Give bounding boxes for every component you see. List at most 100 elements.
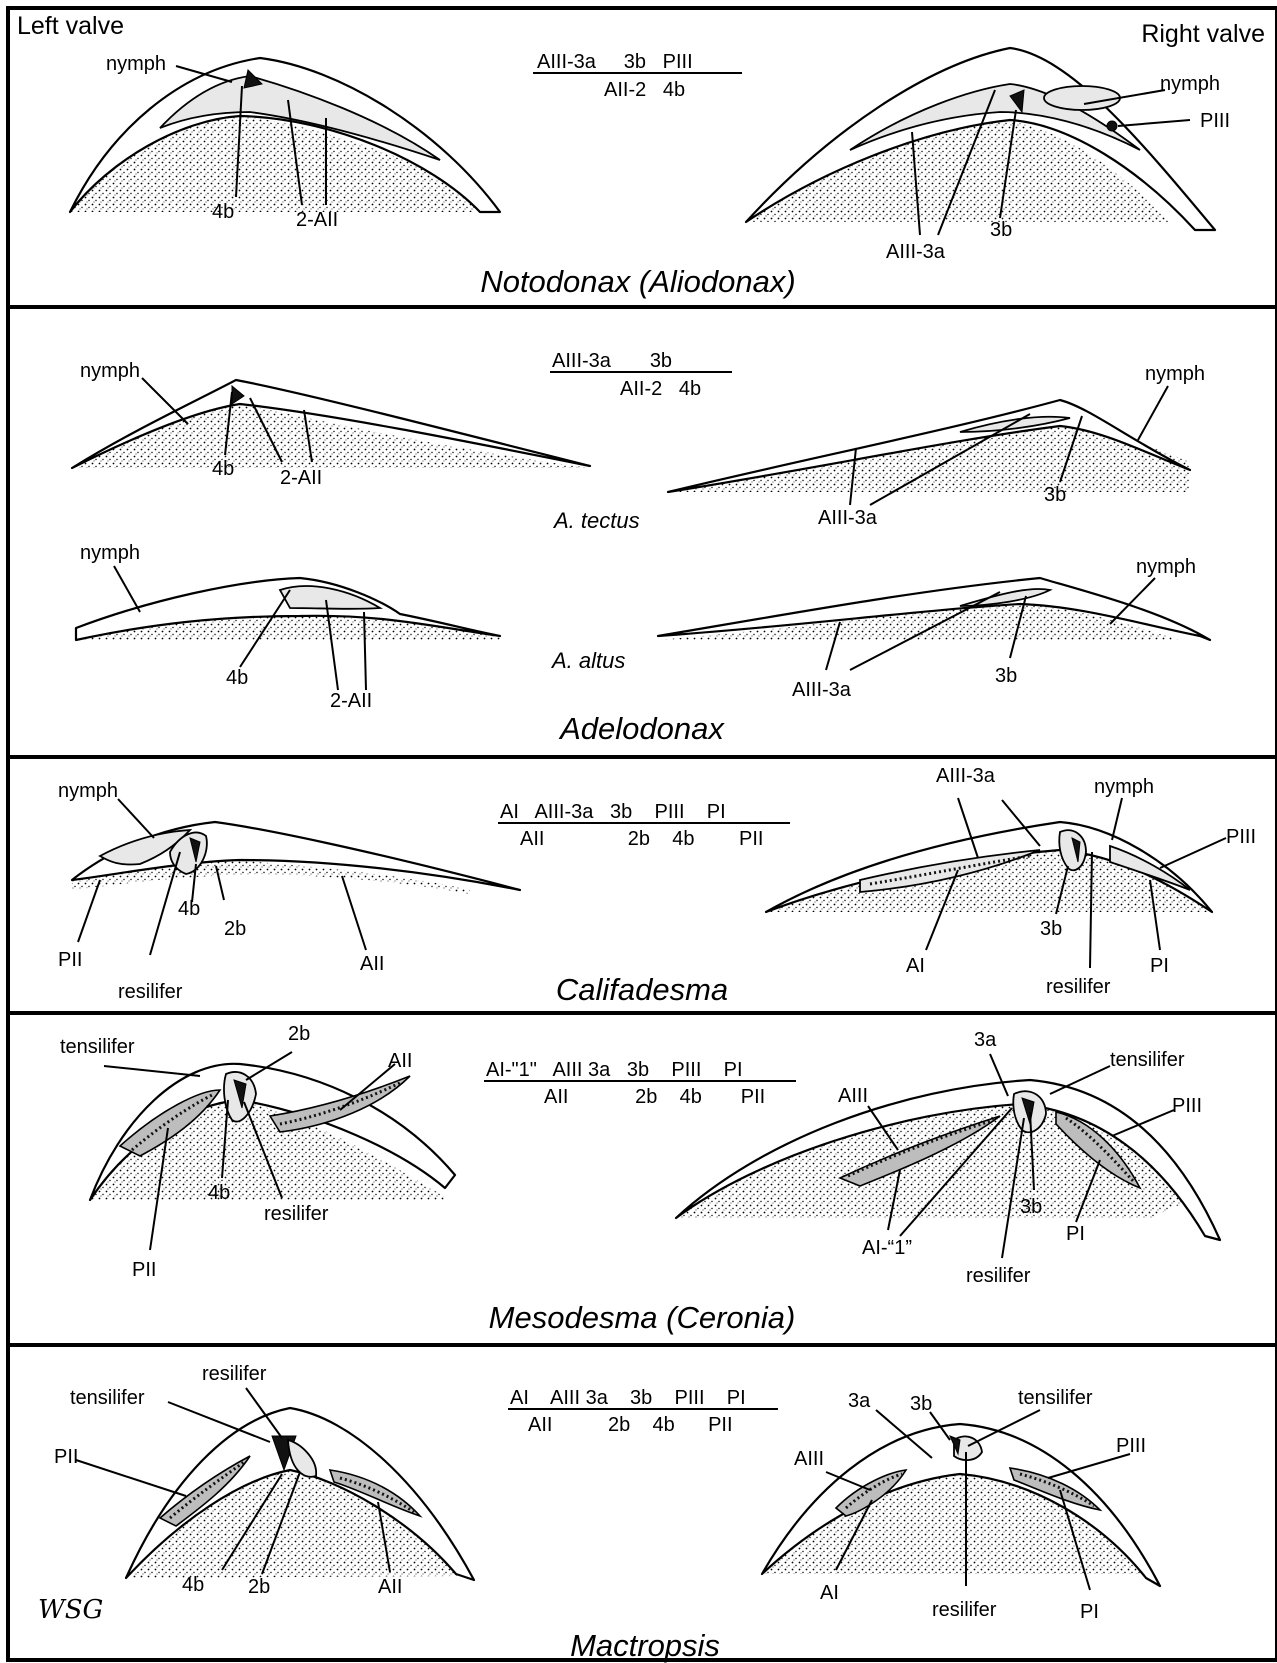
label-2-aii: 2-AII	[330, 690, 372, 712]
dentition-formula-top: AI AIII-3a 3b PIII PI	[500, 801, 726, 823]
label-pii: PII	[132, 1259, 156, 1281]
panel-notodonax: nymph 4b 2-AII AIII-3a 3b PIII AII-2 4b …	[70, 48, 1230, 299]
label-piii: PIII	[1116, 1435, 1146, 1457]
label-resilifer: resilifer	[118, 981, 183, 1003]
dentition-formula-bottom: AII 2b 4b PII	[520, 828, 763, 850]
label-aiii: AIII	[838, 1085, 868, 1107]
label-nymph: nymph	[1160, 73, 1220, 95]
label-nymph: nymph	[1145, 363, 1205, 385]
leader-line	[342, 876, 366, 950]
label-pi: PI	[1066, 1223, 1085, 1245]
panel-title-adelodonax: Adelodonax	[558, 711, 725, 746]
tectus-right-valve-drawing	[668, 400, 1190, 492]
label-aii: AII	[378, 1576, 402, 1598]
label-nymph: nymph	[80, 542, 140, 564]
dentition-formula-top: AIII-3a 3b PIII	[537, 51, 693, 73]
label-aii: AII	[388, 1050, 412, 1072]
label-ai: AI	[820, 1582, 839, 1604]
label-4b: 4b	[212, 201, 234, 223]
label-3a: 3a	[974, 1029, 997, 1051]
species-a-tectus: A. tectus	[552, 508, 640, 533]
label-nymph: nymph	[1094, 776, 1154, 798]
mesodesma-left-valve-drawing	[90, 1064, 455, 1200]
altus-right-valve-drawing	[658, 578, 1210, 640]
panel-mactropsis: resilifer tensilifer PII 4b 2b AII AI AI…	[38, 1363, 1160, 1663]
panel-title-califadesma: Califadesma	[556, 972, 728, 1007]
leader-line	[1112, 798, 1122, 840]
dentition-formula-bottom: AII-2 4b	[620, 378, 701, 400]
label-aiii-3a: AIII-3a	[886, 241, 946, 263]
right-valve-heading: Right valve	[1141, 20, 1265, 48]
dentition-formula-top: AIII-3a 3b	[552, 350, 672, 372]
label-2b: 2b	[224, 918, 246, 940]
leader-line	[78, 880, 100, 942]
label-resilifer: resilifer	[932, 1599, 997, 1621]
label-nymph: nymph	[80, 360, 140, 382]
label-tensilifer: tensilifer	[70, 1387, 145, 1409]
dentition-formula-bottom: AII 2b 4b PII	[544, 1086, 765, 1108]
dentition-formula-top: AI AIII 3a 3b PIII PI	[510, 1387, 746, 1409]
label-3b: 3b	[1020, 1196, 1042, 1218]
label-ai: AI	[906, 955, 925, 977]
califadesma-left-valve-drawing	[72, 822, 520, 894]
label-2b: 2b	[248, 1576, 270, 1598]
label-4b: 4b	[182, 1574, 204, 1596]
label-4b: 4b	[212, 458, 234, 480]
label-resilifer: resilifer	[1046, 976, 1111, 998]
label-4b: 4b	[178, 898, 200, 920]
label-piii: PIII	[1200, 110, 1230, 132]
label-3a: 3a	[848, 1390, 871, 1412]
label-resilifer: resilifer	[202, 1363, 267, 1385]
label-aiii-3a: AIII-3a	[936, 765, 996, 787]
label-3b: 3b	[995, 665, 1017, 687]
leader-line	[104, 1066, 200, 1076]
label-piii: PIII	[1172, 1095, 1202, 1117]
leader-line	[76, 1460, 186, 1496]
label-pii: PII	[54, 1446, 78, 1468]
label-resilifer: resilifer	[264, 1203, 329, 1225]
artist-signature: WSG	[38, 1595, 103, 1625]
dentition-formula-top: AI-"1" AIII 3a 3b PIII PI	[486, 1059, 743, 1081]
notodonax-right-valve-drawing	[746, 48, 1215, 230]
label-2b: 2b	[288, 1023, 310, 1045]
species-a-altus: A. altus	[550, 648, 625, 673]
label-nymph: nymph	[1136, 556, 1196, 578]
notodonax-left-valve-drawing	[70, 58, 500, 212]
panel-califadesma: nymph PII resilifer 4b 2b AII AI AIII-3a…	[58, 765, 1256, 1007]
leader-line	[118, 799, 154, 838]
label-pi: PI	[1150, 955, 1169, 977]
label-3b: 3b	[990, 219, 1012, 241]
label-pi: PI	[1080, 1601, 1099, 1623]
label-aiii-3a: AIII-3a	[818, 507, 878, 529]
altus-left-valve-drawing	[76, 578, 500, 640]
label-4b: 4b	[208, 1182, 230, 1204]
label-3b: 3b	[910, 1393, 932, 1415]
label-aiii-3a: AIII-3a	[792, 679, 852, 701]
dentition-formula-bottom: AII 2b 4b PII	[528, 1414, 733, 1436]
label-nymph: nymph	[58, 780, 118, 802]
label-pii: PII	[58, 949, 82, 971]
label-4b: 4b	[226, 667, 248, 689]
panel-mesodesma: tensilifer 2b AII 4b resilifer PII AI-"1…	[60, 1023, 1220, 1335]
label-resilifer: resilifer	[966, 1265, 1031, 1287]
leader-line	[1138, 386, 1168, 440]
label-tensilifer: tensilifer	[1018, 1387, 1093, 1409]
label-piii: PIII	[1226, 826, 1256, 848]
panel-title-notodonax: Notodonax (Aliodonax)	[480, 264, 795, 299]
label-ai-1: AI-“1”	[862, 1237, 912, 1259]
label-3b: 3b	[1040, 918, 1062, 940]
label-tensilifer: tensilifer	[60, 1036, 135, 1058]
dentition-formula-bottom: AII-2 4b	[604, 79, 685, 101]
label-2-aii: 2-AII	[296, 209, 338, 231]
label-nymph: nymph	[106, 53, 166, 75]
label-aiii: AIII	[794, 1448, 824, 1470]
leader-line	[1160, 838, 1226, 868]
panel-adelodonax: AIII-3a 3b AII-2 4b nymph 4b 2-AII A. te…	[72, 350, 1210, 746]
label-2-aii: 2-AII	[280, 467, 322, 489]
califadesma-right-valve-drawing	[766, 822, 1212, 912]
leader-line	[114, 566, 140, 612]
label-tensilifer: tensilifer	[1110, 1049, 1185, 1071]
label-aii: AII	[360, 953, 384, 975]
panel-title-mactropsis: Mactropsis	[570, 1628, 720, 1663]
